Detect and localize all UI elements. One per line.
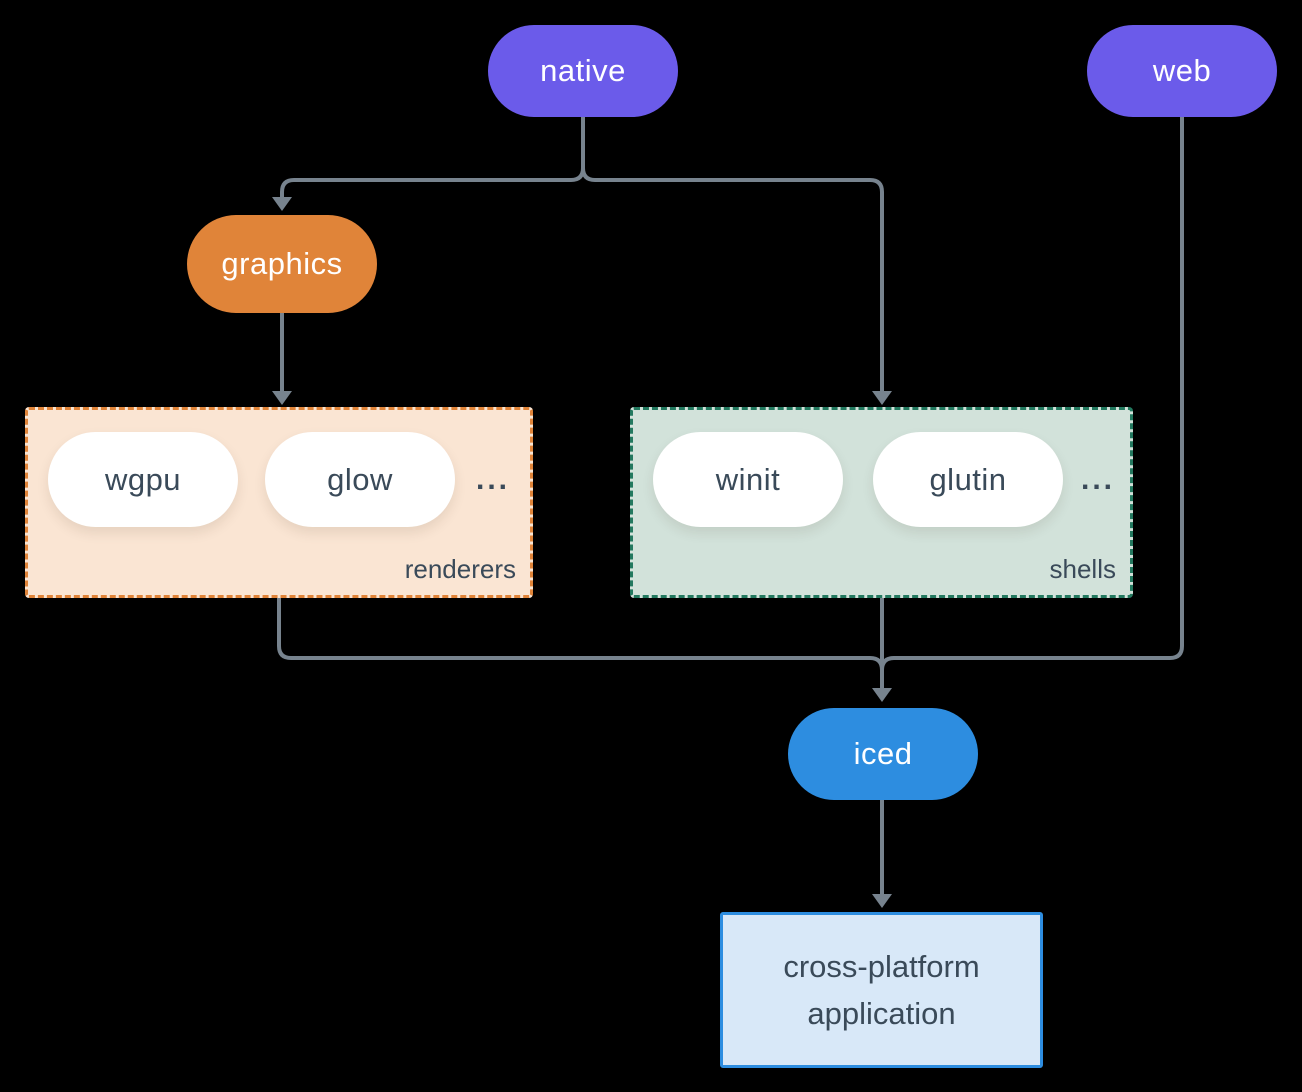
arrowhead-graphics-icon (272, 197, 292, 211)
arrowhead-shells-icon (872, 391, 892, 405)
shells-ellipsis: ... (1080, 462, 1115, 496)
node-native-label: native (540, 53, 626, 88)
edge-native-to-graphics (280, 117, 585, 197)
node-native: native (488, 25, 678, 117)
node-graphics: graphics (187, 215, 377, 313)
node-graphics-label: graphics (221, 246, 343, 281)
arrowhead-iced-icon (872, 688, 892, 702)
node-winit: winit (653, 432, 843, 527)
node-glutin: glutin (873, 432, 1063, 527)
node-glow-label: glow (327, 461, 393, 497)
renderers-ellipsis: ... (475, 462, 510, 496)
group-shells-label: shells (1049, 554, 1116, 584)
node-winit-label: winit (715, 461, 781, 497)
node-web: web (1087, 25, 1277, 117)
arrowhead-renderers-icon (272, 391, 292, 405)
edge-renderers-to-iced (277, 598, 884, 671)
node-iced-label: iced (853, 736, 913, 771)
application-label-line1: cross-platform (783, 949, 980, 984)
group-renderers-label: renderers (404, 554, 516, 584)
node-glow: glow (265, 432, 455, 527)
edge-native-to-shells (581, 117, 884, 391)
node-iced: iced (788, 708, 978, 800)
arrowhead-application-icon (872, 894, 892, 908)
node-wgpu-label: wgpu (104, 461, 182, 497)
node-wgpu: wgpu (48, 432, 238, 527)
application-label-line2: application (807, 996, 956, 1031)
node-application: cross-platform application (720, 912, 1043, 1068)
node-glutin-label: glutin (929, 461, 1007, 497)
node-web-label: web (1152, 53, 1212, 88)
